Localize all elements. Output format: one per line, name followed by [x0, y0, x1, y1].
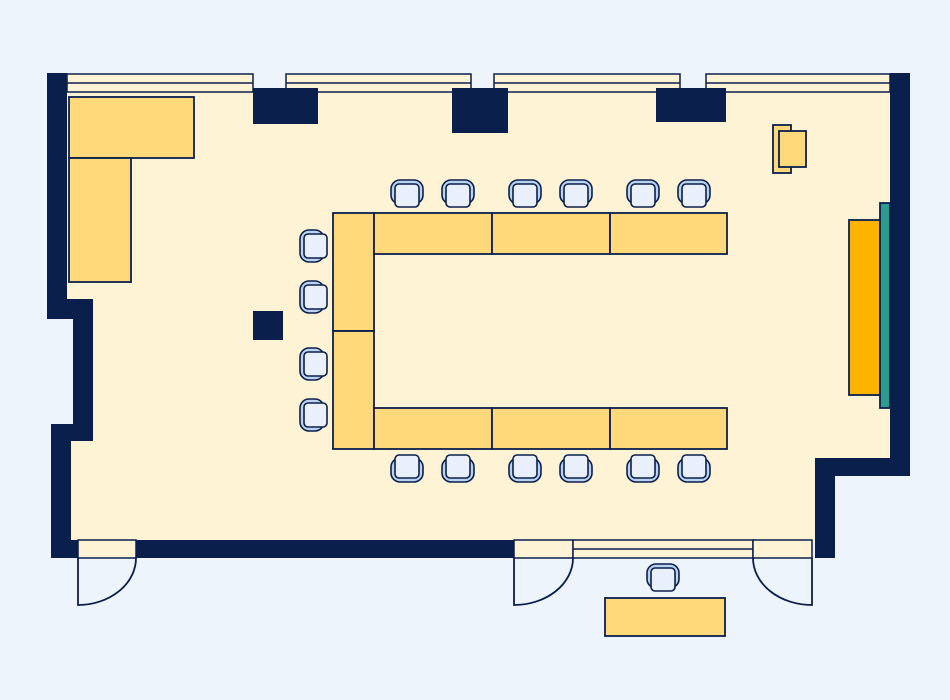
chair-icon[interactable] [441, 179, 475, 208]
chair-icon[interactable] [559, 179, 593, 208]
wall-right-lower [815, 458, 835, 558]
table-left-upper [332, 212, 375, 332]
chair-icon[interactable] [390, 179, 424, 208]
chairs [299, 179, 711, 592]
chair-icon[interactable] [559, 454, 593, 483]
door-middle[interactable] [513, 557, 574, 606]
door-frame [513, 539, 574, 559]
furniture [68, 96, 891, 637]
wall-bottom [136, 540, 514, 558]
door-right[interactable] [752, 557, 813, 606]
wall-right-step [815, 458, 910, 476]
wall-left-mid [73, 299, 93, 441]
presentation-screen [848, 219, 881, 396]
bottom-openings [77, 539, 813, 559]
column [452, 88, 508, 133]
chair-icon[interactable] [626, 454, 660, 483]
column [253, 88, 318, 124]
top-windows [66, 73, 891, 93]
reception-desk [604, 597, 726, 637]
chair-icon[interactable] [441, 454, 475, 483]
wall-bottom-left [51, 540, 78, 558]
chair-icon[interactable] [299, 280, 328, 314]
screen-wall-mount [879, 202, 891, 409]
l-desk-top [68, 96, 195, 159]
wall-right [890, 73, 910, 476]
door-frame [752, 539, 813, 559]
table-top-3 [609, 212, 728, 255]
door-swings[interactable] [77, 557, 813, 606]
table-bottom-1 [373, 407, 493, 450]
table-top-2 [491, 212, 611, 255]
table-top-1 [373, 212, 493, 255]
chair-icon[interactable] [299, 229, 328, 263]
chair-icon[interactable] [390, 454, 424, 483]
chair-icon[interactable] [508, 454, 542, 483]
wall-left-lower [51, 424, 71, 558]
chair-icon[interactable] [677, 454, 711, 483]
chair-icon[interactable] [677, 179, 711, 208]
chair-icon[interactable] [626, 179, 660, 208]
chair-icon[interactable] [646, 563, 680, 592]
l-desk-side [68, 157, 132, 283]
table-bottom-3 [609, 407, 728, 450]
door-frame [77, 539, 137, 559]
chair-icon[interactable] [299, 398, 328, 432]
walls [47, 73, 910, 558]
door-left[interactable] [77, 557, 137, 606]
chair-icon[interactable] [508, 179, 542, 208]
side-item-front [778, 130, 807, 168]
table-bottom-2 [491, 407, 611, 450]
column [656, 88, 726, 122]
column [253, 311, 283, 340]
wall-left-upper [47, 73, 67, 319]
table-left-lower [332, 330, 375, 450]
chair-icon[interactable] [299, 347, 328, 381]
